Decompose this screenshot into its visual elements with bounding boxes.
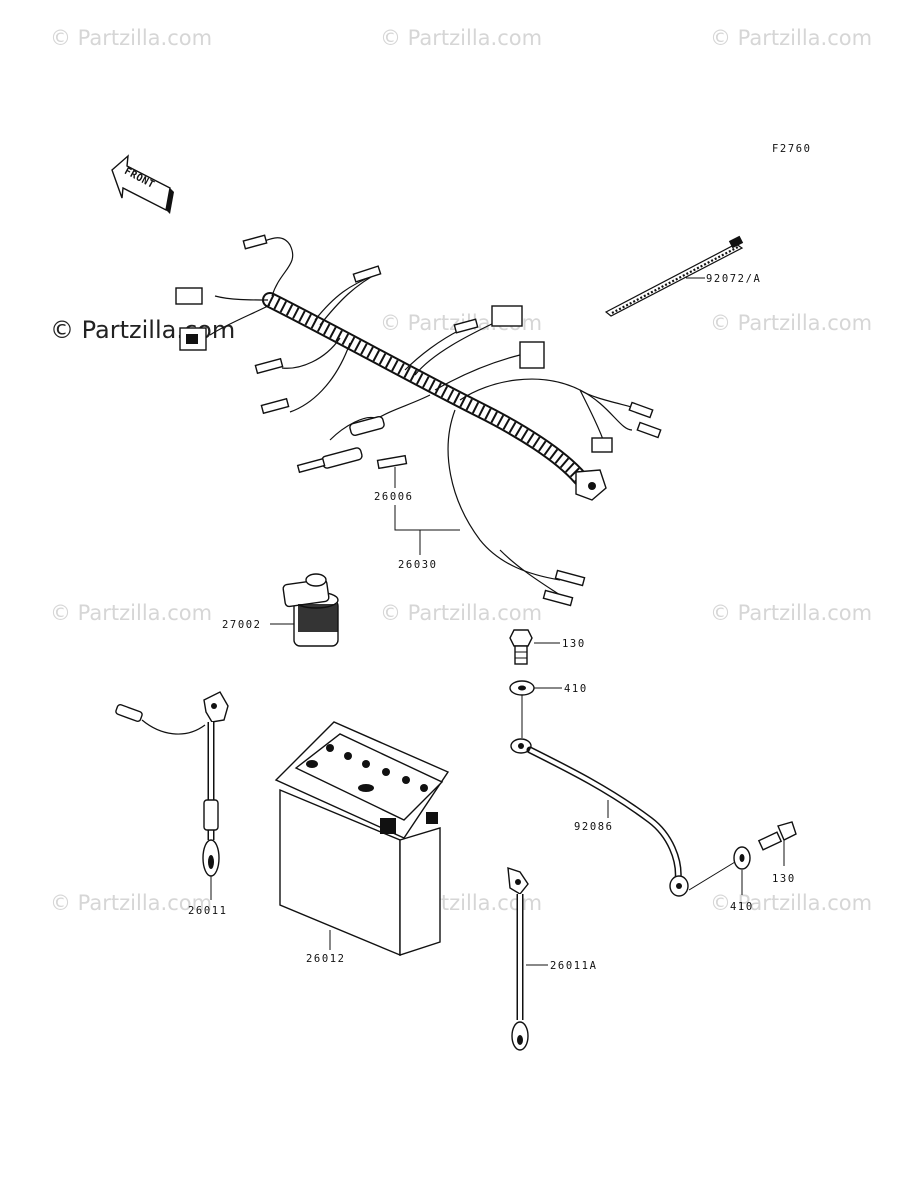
- watermark: © Partzilla.com: [710, 26, 872, 50]
- callout-cable-positive: 26011: [188, 905, 228, 917]
- figure-code: F2760: [772, 143, 812, 155]
- callout-washer-top: 410: [564, 683, 588, 695]
- callout-ground-cable: 92086: [574, 821, 614, 833]
- cable-26011A: [507, 866, 548, 1051]
- leader-harness: [394, 505, 460, 531]
- callout-relay: 27002: [222, 619, 262, 631]
- watermark: © Partzilla.com: [380, 26, 542, 50]
- watermark: © Partzilla.com: [710, 601, 872, 625]
- relay-27002: [270, 573, 339, 647]
- battery-26012: [274, 721, 450, 957]
- tie-wrap: [604, 235, 744, 317]
- watermark: © Partzilla.com: [50, 26, 212, 50]
- washer-bottom-icon: [733, 846, 751, 895]
- callout-clamp: 26006: [374, 491, 414, 503]
- watermark: © Partzilla.com: [50, 891, 212, 915]
- watermark: © Partzilla.com: [710, 311, 872, 335]
- watermark-layer: © Partzilla.com © Partzilla.com © Partzi…: [50, 26, 872, 915]
- callout-battery: 26012: [306, 953, 346, 965]
- front-arrow-icon: FRONT: [111, 154, 174, 214]
- callout-harness: 26030: [398, 559, 438, 571]
- bolt-bottom-icon: [757, 821, 797, 866]
- watermark: © Partzilla.com: [380, 601, 542, 625]
- ground-cable-92086: [510, 695, 736, 897]
- callout-cable-a: 26011A: [550, 960, 598, 972]
- callout-tie-wrap: 92072/A: [706, 273, 761, 285]
- cable-26011: [115, 691, 229, 900]
- watermark-prominent: © Partzilla.com: [50, 316, 235, 344]
- clamp-26006: [376, 454, 408, 488]
- watermark: © Partzilla.com: [50, 601, 212, 625]
- bolt-top-icon: [509, 629, 560, 665]
- callout-washer-bottom: 410: [730, 901, 754, 913]
- callout-bolt-top: 130: [562, 638, 586, 650]
- callout-bolt-bottom: 130: [772, 873, 796, 885]
- washer-top-icon: [509, 680, 562, 696]
- watermark: © Partzilla.com: [710, 891, 872, 915]
- main-wiring-harness: [175, 234, 662, 607]
